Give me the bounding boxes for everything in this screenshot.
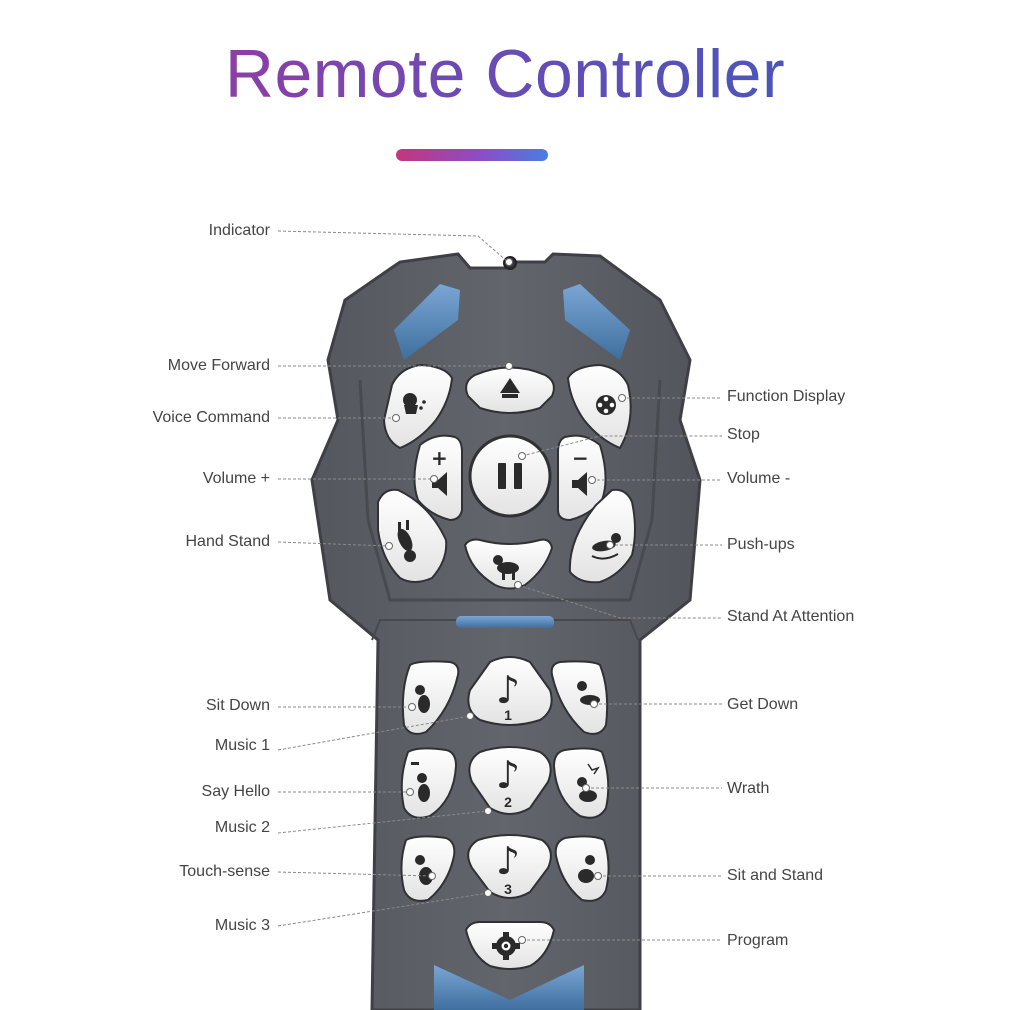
music-1-button: [467, 656, 553, 726]
dog-wrath-icon: [577, 763, 600, 802]
label-push-ups: Push-ups: [727, 536, 795, 553]
label-volume-plus: Volume +: [202, 470, 270, 487]
music-3-number: 3: [504, 881, 512, 897]
dog-handstand-icon: [397, 520, 416, 562]
dog-say-hello-icon: [411, 762, 430, 802]
label-program: Program: [727, 932, 789, 949]
minus-sign-icon: −: [572, 446, 589, 470]
volume-plus-button: [413, 434, 463, 522]
music-2-number: 2: [504, 794, 512, 810]
stop-button: [468, 434, 552, 518]
label-stand-at-attention: Stand At Attention: [727, 608, 855, 625]
dog-sit-icon: [415, 685, 430, 713]
label-indicator: Indicator: [208, 222, 270, 239]
music-3-button: [467, 834, 552, 899]
bottom-blue-chevron: [434, 965, 584, 1010]
label-music-3: Music 3: [214, 917, 270, 934]
label-sit-and-stand: Sit and Stand: [727, 867, 824, 884]
voice-command-icon: [403, 393, 426, 414]
label-music-1: Music 1: [214, 737, 270, 754]
leader-dots: [385, 258, 626, 944]
label-wrath: Wrath: [727, 780, 770, 797]
dog-sit-and-stand-icon: [578, 855, 595, 883]
sit-and-stand-button: [554, 835, 610, 902]
music-3-note-icon: ♪: [496, 839, 520, 883]
label-volume-minus: Volume -: [727, 470, 791, 487]
plus-sign-icon: +: [431, 446, 448, 470]
voice-command-button: [382, 363, 454, 450]
music-1-note-icon: ♪: [496, 668, 520, 712]
get-down-button: [550, 660, 609, 735]
label-sit-down: Sit Down: [205, 697, 270, 714]
push-ups-button: [568, 488, 636, 584]
page-title: Remote Controller: [224, 36, 786, 112]
hand-stand-button: [377, 488, 448, 583]
say-hello-button: [400, 747, 458, 819]
remote-panel-outline: [358, 379, 662, 602]
label-hand-stand: Hand Stand: [185, 533, 270, 550]
leader-lines: [277, 230, 722, 941]
music-2-button: [468, 746, 552, 815]
dog-touch-sense-icon: [415, 855, 433, 885]
pause-icon: [498, 463, 522, 489]
label-get-down: Get Down: [727, 696, 799, 713]
title-underline: [396, 149, 548, 161]
speaker-icon-left: [432, 472, 447, 496]
label-music-2: Music 2: [214, 819, 270, 836]
label-move-forward: Move Forward: [167, 357, 270, 374]
label-function-display: Function Display: [727, 388, 846, 405]
sit-down-button: [401, 660, 460, 735]
dog-stand-icon: [493, 555, 519, 580]
music-1-number: 1: [504, 707, 512, 723]
film-reel-icon: [596, 395, 616, 415]
gear-icon: [492, 932, 520, 960]
right-blue-accent: [563, 284, 630, 360]
left-blue-accent: [394, 284, 460, 360]
speaker-icon-right: [572, 472, 587, 496]
label-touch-sense: Touch-sense: [179, 863, 270, 880]
label-stop: Stop: [727, 426, 760, 443]
label-say-hello: Say Hello: [201, 783, 270, 800]
move-forward-icon: [500, 378, 520, 398]
label-voice-command: Voice Command: [152, 409, 270, 426]
music-2-note-icon: ♪: [496, 753, 520, 797]
center-blue-strip: [456, 616, 554, 628]
